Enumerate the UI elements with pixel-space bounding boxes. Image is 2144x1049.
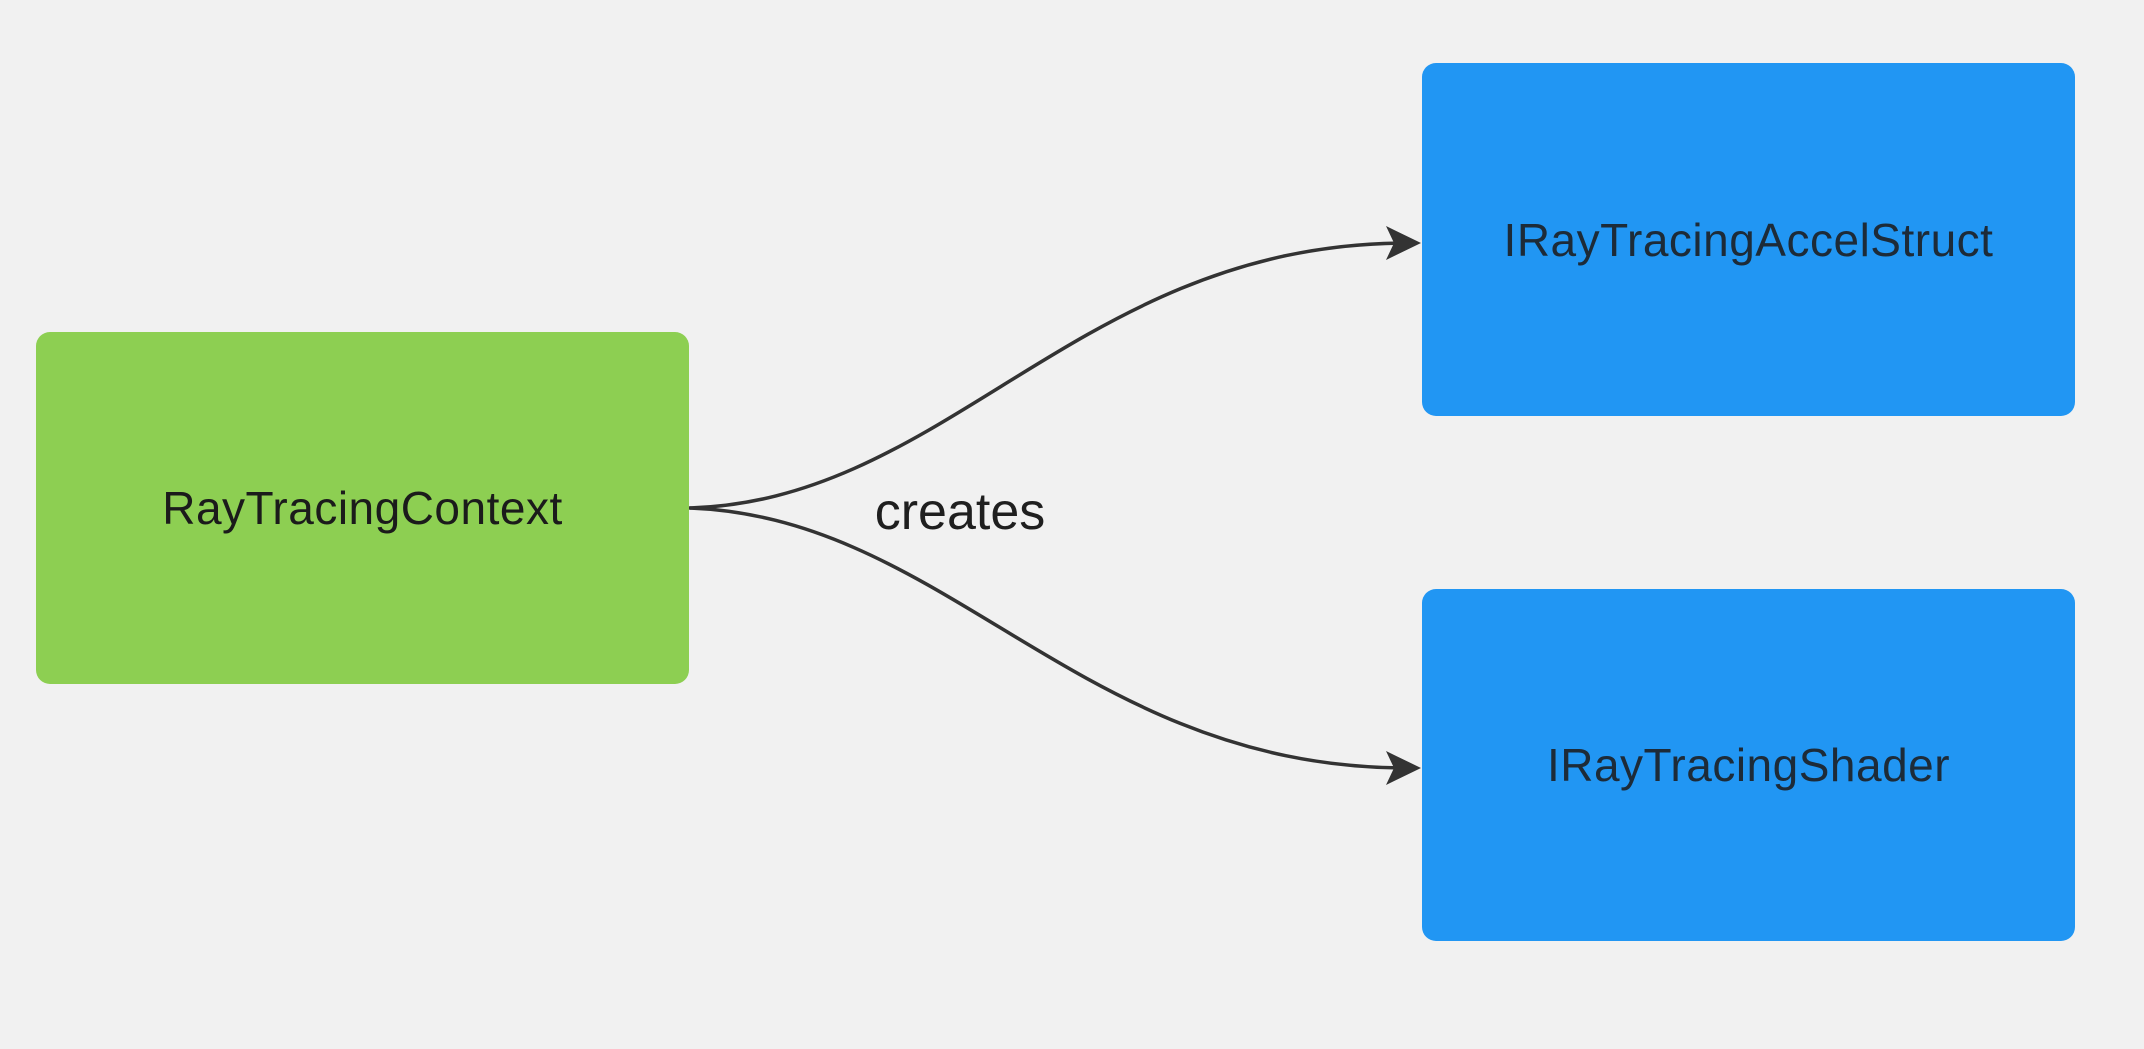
node-iraytracingshader-label: IRayTracingShader [1546, 739, 1951, 791]
node-iraytracingaccelstruct-label: IRayTracingAccelStruct [1503, 213, 1994, 266]
node-iraytracingaccelstruct: IRayTracingAccelStruct [1422, 63, 2075, 416]
edge-creates-shader [688, 506, 1410, 770]
node-raytracingcontext: RayTracingContext [36, 332, 689, 684]
node-iraytracingshader: IRayTracingShader [1422, 589, 2075, 941]
edge-label-creates: creates [874, 483, 1046, 541]
arrowhead-accelstruct-icon [1386, 226, 1421, 260]
edge-creates-accelstruct [688, 241, 1410, 510]
arrowhead-shader-icon [1386, 751, 1421, 785]
node-raytracingcontext-label: RayTracingContext [162, 482, 563, 534]
